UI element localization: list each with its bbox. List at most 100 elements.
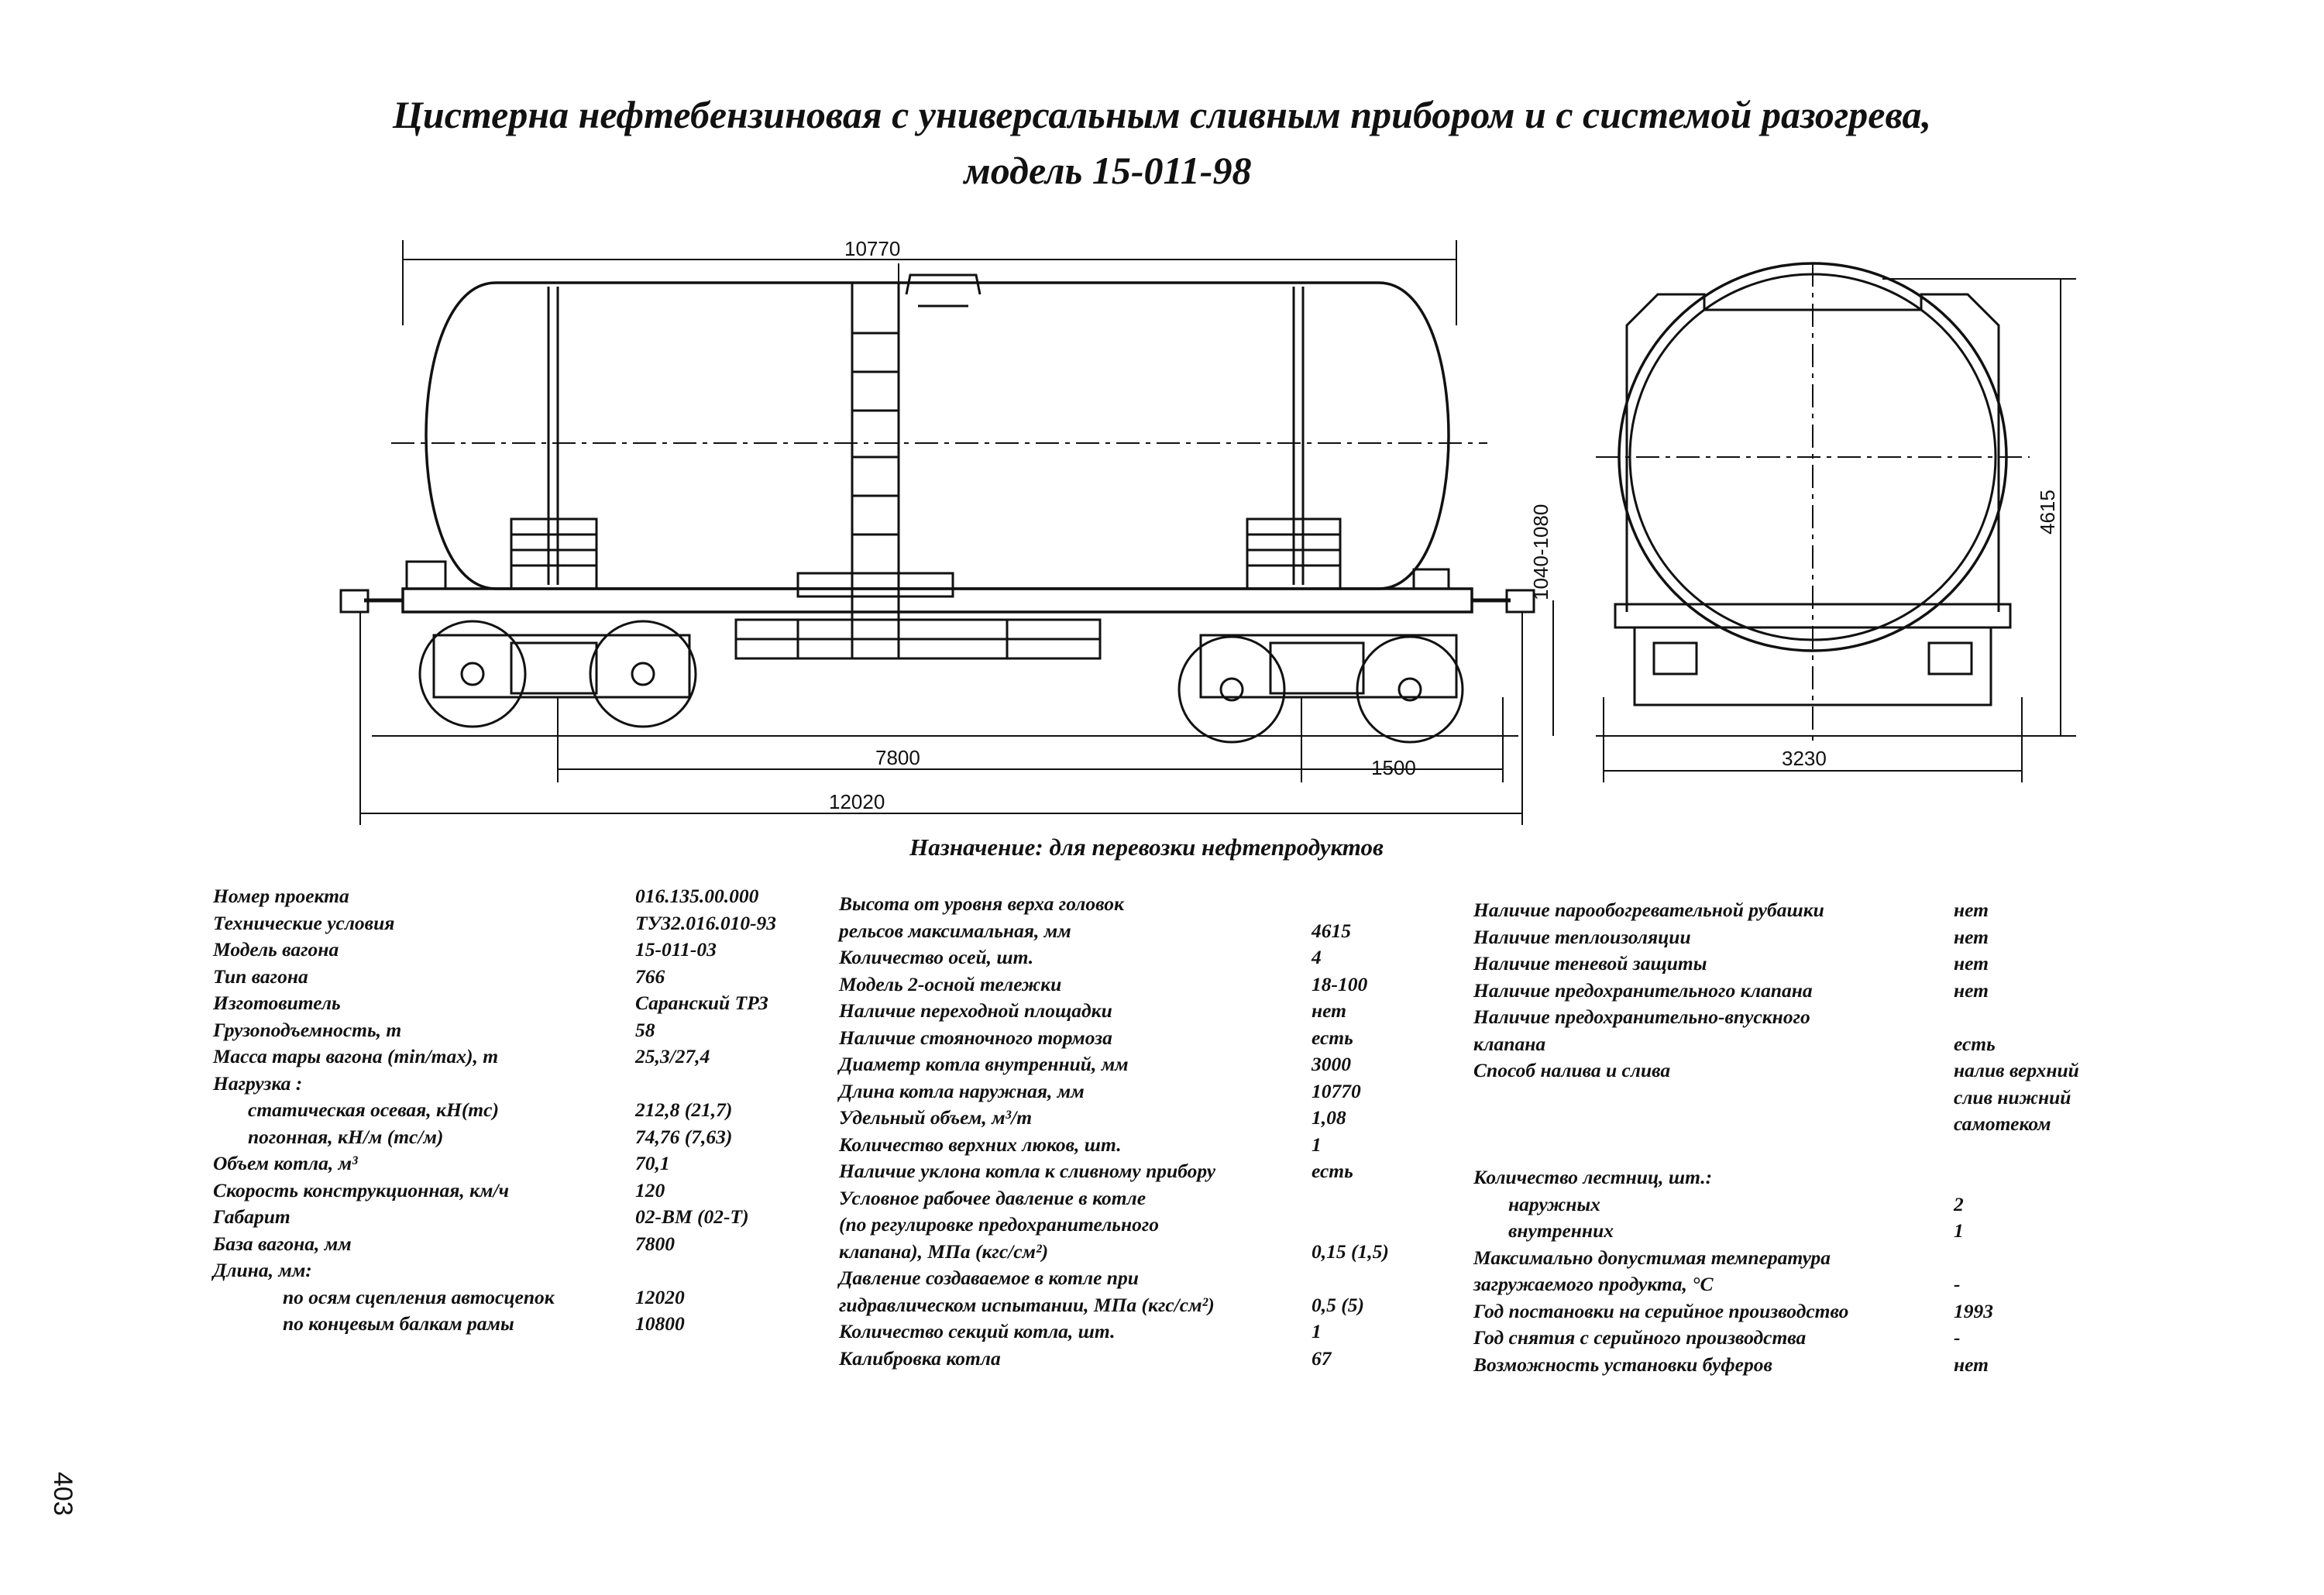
spec-value: 18-100 [1312, 972, 1368, 995]
spec-value: 67 [1312, 1346, 1332, 1370]
spec-label: Калибровка котла [839, 1346, 1001, 1370]
spec-label: Высота от уровня верха головок [839, 892, 1124, 915]
spec-label: Возможность установки буферов [1473, 1353, 1772, 1376]
spec-label: Грузоподъемность, т [213, 1018, 402, 1041]
spec-label: Длина котла наружная, мм [839, 1079, 1085, 1102]
spec-value: нет [1954, 978, 1989, 1002]
purpose-caption: Назначение: для перевозки нефтепродуктов [909, 834, 1384, 861]
spec-label: Наличие стояночного тормоза [839, 1026, 1112, 1049]
spec-label: Наличие предохранительного клапана [1473, 978, 1813, 1002]
spec-label: Количество верхних люков, шт. [839, 1133, 1122, 1156]
dim-coupler-height: 1040-1080 [1529, 504, 1552, 600]
spec-label: Наличие теневой защиты [1473, 952, 1707, 975]
spec-value: 0,15 (1,5) [1312, 1239, 1389, 1263]
spec-label: Скорость конструкционная, км/ч [213, 1178, 509, 1201]
spec-label: Количество лестниц, шт.: [1473, 1166, 1713, 1188]
spec-value: 1 [1312, 1133, 1322, 1156]
spec-label: Удельный объем, м³/т [839, 1106, 1033, 1129]
spec-label: Год постановки на серийное производство [1473, 1299, 1849, 1322]
spec-label: Изготовитель [213, 992, 341, 1014]
spec-value: 766 [635, 964, 665, 988]
page-subtitle-model: модель 15-011-98 [964, 149, 1252, 192]
spec-value: 10770 [1312, 1079, 1361, 1102]
spec-value: нет [1954, 1353, 1989, 1376]
spec-value: 3000 [1312, 1053, 1351, 1075]
spec-label: Модель 2-осной тележки [839, 972, 1062, 995]
spec-value: 1 [1312, 1320, 1322, 1342]
spec-value: 120 [635, 1178, 665, 1201]
spec-label: Количество осей, шт. [839, 946, 1034, 968]
spec-value: - [1954, 1273, 1961, 1295]
spec-label: База вагона, мм [213, 1232, 352, 1255]
spec-value: 58 [635, 1018, 655, 1041]
spec-value: есть [1954, 1032, 1996, 1055]
spec-value: 74,76 (7,63) [635, 1125, 733, 1148]
page-number: 403 [48, 1472, 77, 1516]
spec-value: 25,3/27,4 [635, 1045, 710, 1067]
spec-label: Давление создаваемое в котле при [839, 1267, 1139, 1289]
dim-tank-length: 10770 [844, 237, 900, 260]
spec-value: нет [1954, 952, 1989, 975]
spec-value: нет [1954, 899, 1989, 921]
spec-value: - [1954, 1326, 1961, 1349]
spec-value: есть [1312, 1160, 1353, 1182]
spec-label: статическая осевая, кН(тс) [248, 1098, 499, 1121]
spec-value: 7800 [635, 1232, 675, 1255]
spec-value: 0,5 (5) [1312, 1293, 1364, 1316]
dim-total-length: 12020 [829, 790, 885, 813]
spec-label: по концевым балкам рамы [283, 1312, 514, 1335]
spec-label: клапана [1473, 1032, 1546, 1055]
page-title: Цистерна нефтебензиновая с универсальным… [393, 93, 1931, 136]
spec-value: 4615 [1312, 919, 1351, 942]
spec-label: Тип вагона [213, 964, 308, 988]
spec-label: Наличие парообогревательной рубашки [1473, 899, 1824, 921]
spec-label: (по регулировке предохранительного [839, 1213, 1160, 1236]
spec-value: есть [1312, 1026, 1353, 1049]
spec-value: 1 [1954, 1219, 1964, 1242]
spec-value: Саранский ТРЗ [635, 992, 768, 1014]
spec-label: внутренних [1508, 1219, 1614, 1242]
spec-value: 2 [1954, 1192, 1964, 1215]
spec-value: 10800 [635, 1312, 685, 1335]
dim-total-height: 4615 [2036, 490, 2059, 535]
spec-value: слив нижний [1954, 1085, 2071, 1109]
spec-label: Наличие уклона котла к сливному прибору [839, 1160, 1216, 1182]
spec-value: 016.135.00.000 [635, 885, 759, 907]
dim-base: 7800 [875, 746, 920, 769]
spec-label: загружаемого продукта, °С [1473, 1273, 1714, 1295]
spec-label: Объем котла, м³ [213, 1152, 358, 1174]
spec-label: Диаметр котла внутренний, мм [839, 1053, 1129, 1075]
spec-value: налив верхний [1954, 1059, 2079, 1081]
spec-value: ТУ32.016.010-93 [635, 911, 777, 934]
spec-label: рельсов максимальная, мм [839, 919, 1071, 942]
spec-label: Габарит [213, 1205, 290, 1228]
spec-value: 15-011-03 [635, 938, 717, 961]
spec-value: нет [1312, 999, 1346, 1022]
spec-label: Длина, мм: [213, 1259, 312, 1281]
spec-value: 12020 [635, 1285, 685, 1308]
spec-label: Нагрузка : [213, 1071, 303, 1095]
spec-label: гидравлическом испытании, МПа (кгс/см²) [839, 1293, 1215, 1316]
spec-label: Количество секций котла, шт. [839, 1320, 1116, 1342]
spec-label: Наличие предохранительно-впускного [1473, 1005, 1810, 1028]
spec-value: нет [1954, 925, 1989, 948]
dim-width: 3230 [1782, 747, 1827, 770]
spec-label: Год снятия с серийного производства [1473, 1326, 1807, 1349]
spec-value: 4 [1312, 946, 1322, 968]
spec-label: Номер проекта [213, 885, 349, 907]
spec-label: погонная, кН/м (тс/м) [248, 1125, 444, 1148]
spec-label: наружных [1508, 1192, 1600, 1215]
spec-value: 212,8 (21,7) [635, 1098, 733, 1121]
spec-value: самотеком [1954, 1112, 2051, 1135]
spec-label: Способ налива и слива [1473, 1059, 1671, 1081]
spec-label: Модель вагона [213, 938, 339, 961]
spec-label: Максимально допустимая температура [1473, 1246, 1831, 1269]
spec-label: Технические условия [213, 911, 395, 934]
dim-axle-offset: 1500 [1371, 756, 1416, 779]
spec-value: 1,08 [1312, 1106, 1346, 1129]
spec-label: Условное рабочее давление в котле [839, 1186, 1147, 1209]
spec-label: Наличие переходной площадки [839, 999, 1112, 1022]
spec-label: клапана), МПа (кгс/см²) [839, 1239, 1049, 1263]
spec-label: Наличие теплоизоляции [1473, 925, 1691, 948]
